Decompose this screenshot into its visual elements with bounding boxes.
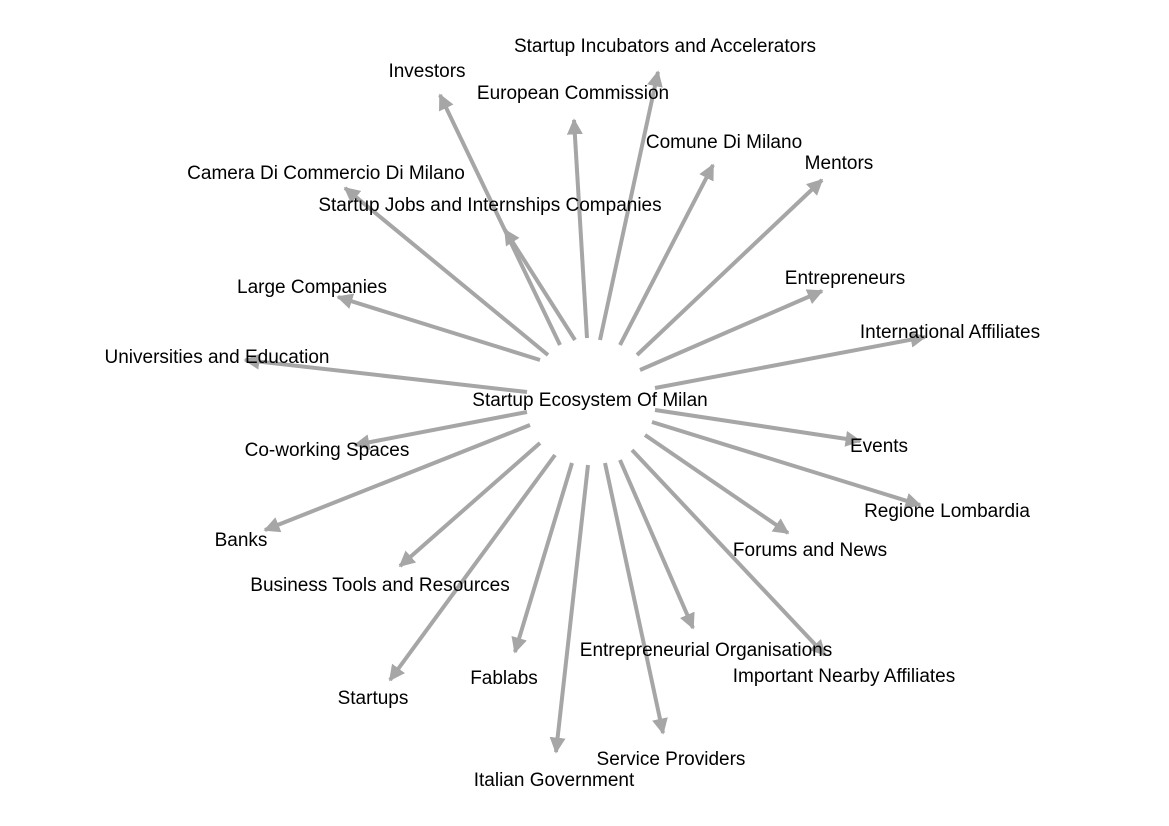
edge-arrow	[263, 423, 531, 533]
node-label: Comune Di Milano	[646, 132, 802, 153]
node-label: European Commission	[477, 83, 669, 104]
node-label: Service Providers	[597, 749, 746, 770]
node-label: International Affiliates	[860, 322, 1040, 343]
edge-arrow	[654, 408, 862, 447]
node-label: Banks	[215, 530, 268, 551]
node-label: Startup Incubators and Accelerators	[514, 36, 816, 57]
edge-arrow	[566, 118, 589, 339]
node-label: Universities and Education	[105, 347, 330, 368]
edge-arrow	[598, 70, 663, 341]
edge-arrow	[549, 464, 590, 754]
node-label: Fablabs	[470, 668, 538, 689]
edge-arrow	[618, 459, 695, 630]
edge-arrow	[343, 186, 550, 357]
edge-arrow	[618, 163, 715, 346]
node-label: Regione Lombardia	[864, 501, 1030, 522]
edge-arrow	[639, 289, 824, 372]
edge-arrow	[398, 441, 542, 568]
node-label: Large Companies	[237, 277, 387, 298]
edge-arrow	[654, 331, 927, 390]
node-label: Startup Jobs and Internships Companies	[318, 195, 661, 216]
edge-arrow	[630, 448, 827, 657]
node-label: Startups	[338, 688, 409, 709]
node-label: Camera Di Commercio Di Milano	[187, 163, 465, 184]
node-label: Investors	[388, 61, 465, 82]
edge-arrow	[438, 93, 562, 346]
node-label: Entrepreneurs	[785, 268, 905, 289]
edge-arrow	[651, 420, 922, 509]
edge-arrow	[635, 178, 824, 357]
edge-arrow	[643, 433, 790, 535]
edge-arrow	[503, 228, 577, 342]
edge-arrow	[336, 293, 541, 362]
node-label: Events	[850, 436, 908, 457]
edge-arrow	[388, 453, 557, 682]
edge-arrow	[353, 410, 528, 451]
node-label: Entrepreneurial Organisations	[580, 640, 832, 661]
node-label: Co-working Spaces	[245, 440, 410, 461]
node-label: Business Tools and Resources	[250, 575, 509, 596]
node-label: Forums and News	[733, 540, 887, 561]
node-label: Italian Government	[474, 770, 635, 791]
edge-arrow	[243, 353, 528, 394]
node-label: Important Nearby Affiliates	[733, 666, 955, 687]
edge-arrow	[603, 462, 668, 735]
center-node-label: Startup Ecosystem Of Milan	[472, 390, 707, 411]
node-label: Mentors	[805, 153, 874, 174]
edge-arrow	[511, 462, 574, 654]
